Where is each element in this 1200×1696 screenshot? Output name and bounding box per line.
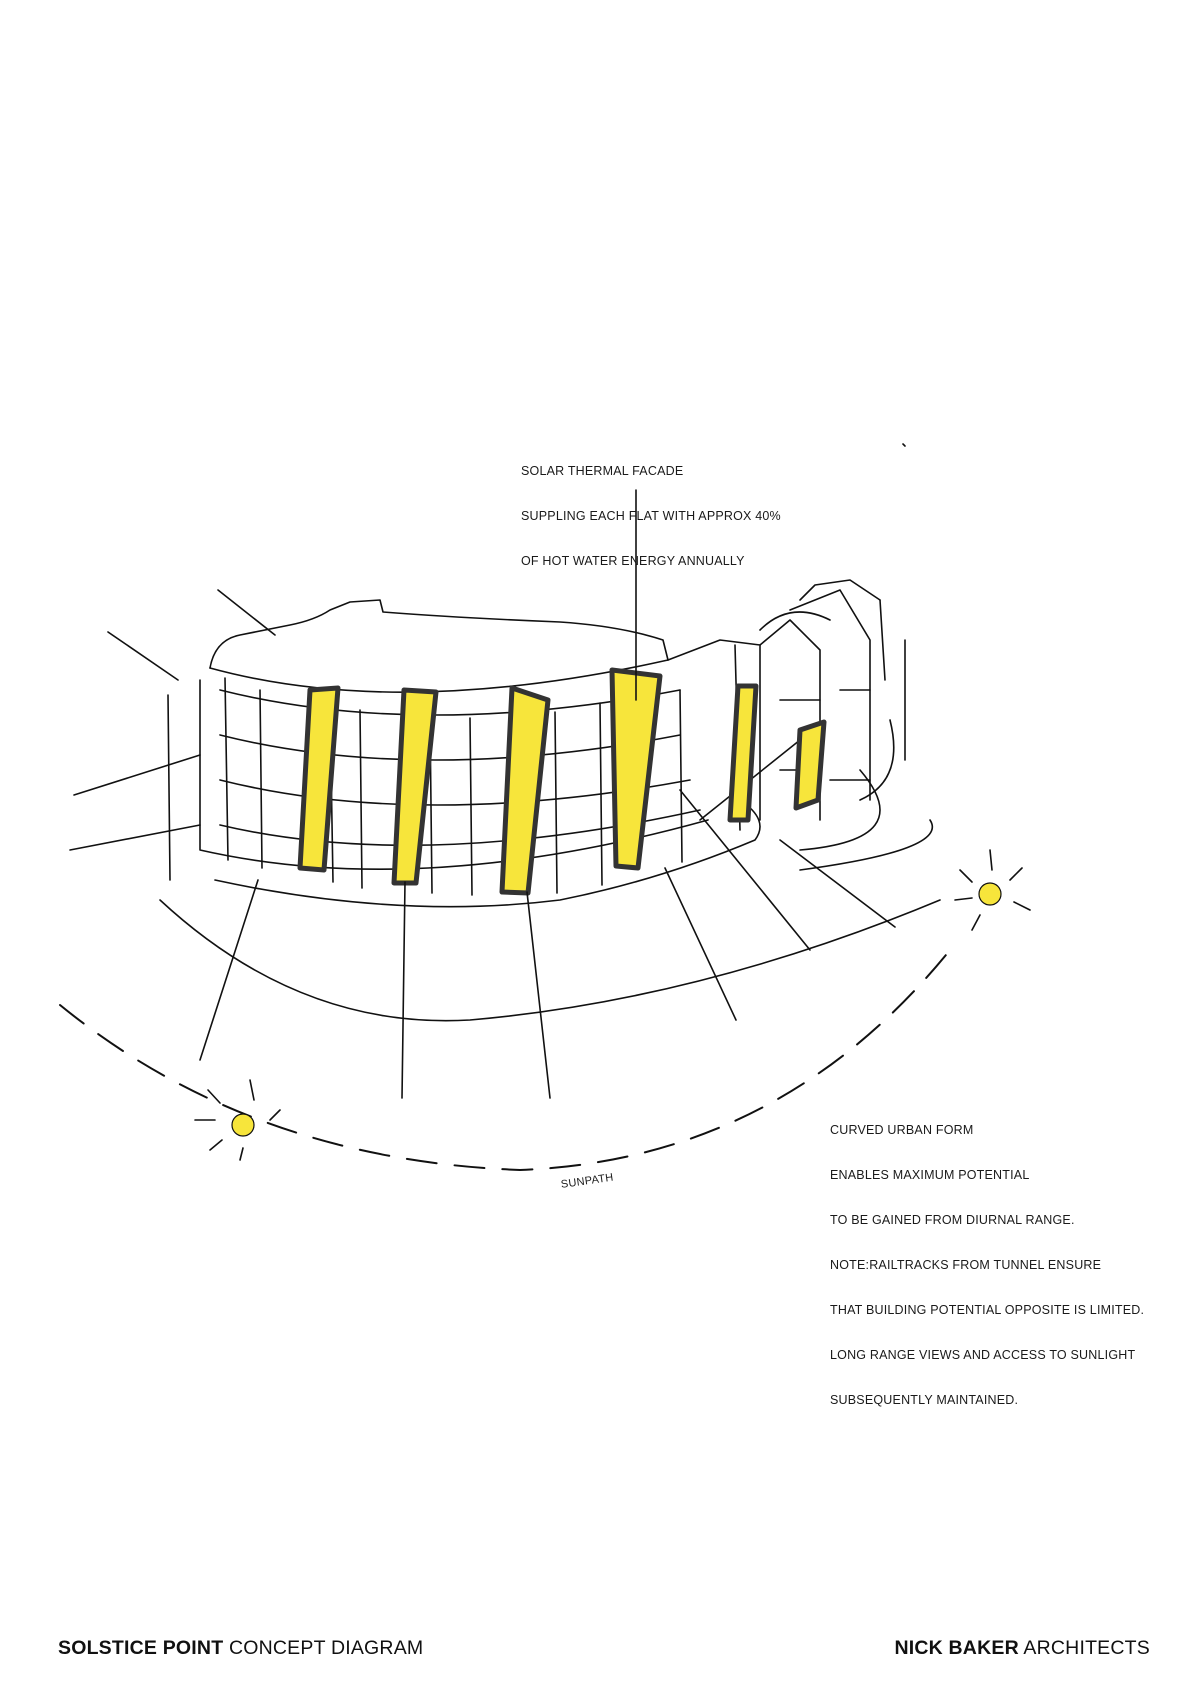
solar-panel-2 xyxy=(391,687,439,886)
project-title: SOLSTICE POINT CONCEPT DIAGRAM xyxy=(58,1637,423,1660)
project-name: SOLSTICE POINT xyxy=(58,1637,224,1659)
note-line: ENABLES MAXIMUM POTENTIAL xyxy=(830,1168,1030,1182)
note-line: LONG RANGE VIEWS AND ACCESS TO SUNLIGHT xyxy=(830,1348,1136,1362)
note-line: SUBSEQUENTLY MAINTAINED. xyxy=(830,1393,1019,1407)
solar-panels xyxy=(297,667,827,896)
note-line: CURVED URBAN FORM xyxy=(830,1123,974,1137)
solar-panel-4 xyxy=(609,667,663,871)
project-subtitle: CONCEPT DIAGRAM xyxy=(223,1637,424,1659)
note-line: NOTE:RAILTRACKS FROM TUNNEL ENSURE xyxy=(830,1258,1102,1272)
note-line: SOLAR THERMAL FACADE xyxy=(521,464,684,478)
leader-lines xyxy=(199,489,896,1099)
sun-icon xyxy=(194,1079,281,1161)
context-lines xyxy=(69,589,934,881)
note-line: OF HOT WATER ENERGY ANNUALLY xyxy=(521,554,745,568)
solar-panel-6 xyxy=(793,719,827,811)
building-outline xyxy=(159,579,941,1022)
solar-panel-5 xyxy=(727,683,759,823)
solar-panel-1 xyxy=(297,685,341,873)
firm-name-bold: NICK BAKER xyxy=(894,1637,1019,1659)
solar-panel-3 xyxy=(499,685,551,896)
solar-thermal-note: SOLAR THERMAL FACADE SUPPLING EACH FLAT … xyxy=(521,434,781,584)
firm-name-rest: ARCHITECTS xyxy=(1018,1637,1150,1659)
sunpath-arc xyxy=(59,949,951,1171)
note-line: TO BE GAINED FROM DIURNAL RANGE. xyxy=(830,1213,1075,1227)
firm-name: NICK BAKER ARCHITECTS xyxy=(894,1637,1150,1660)
note-line: THAT BUILDING POTENTIAL OPPOSITE IS LIMI… xyxy=(830,1303,1145,1317)
note-line: SUPPLING EACH FLAT WITH APPROX 40% xyxy=(521,509,781,523)
curved-form-note: CURVED URBAN FORM ENABLES MAXIMUM POTENT… xyxy=(830,1093,1144,1423)
sun-icon xyxy=(954,849,1031,931)
